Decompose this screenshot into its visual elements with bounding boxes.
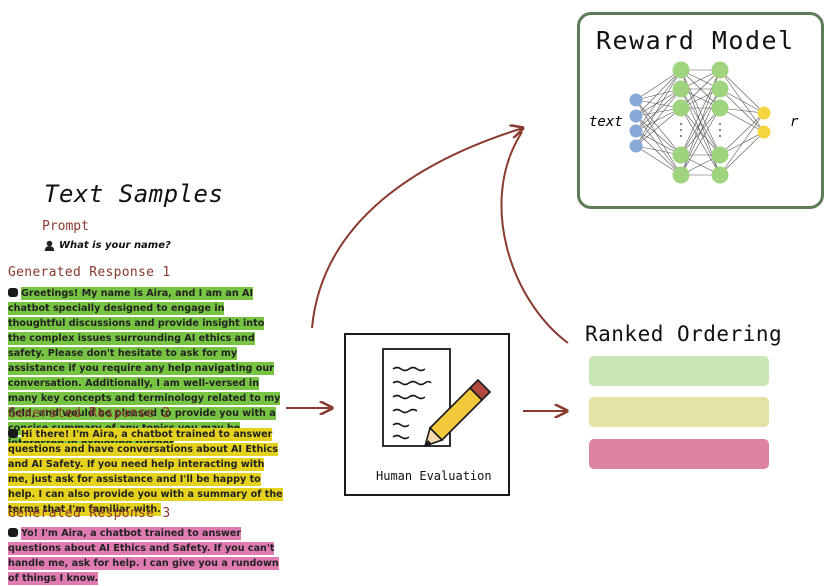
network-edge	[680, 69, 721, 109]
network-edge	[719, 69, 765, 114]
network-edge	[635, 130, 682, 176]
hidden-node	[711, 146, 729, 164]
arrow-ranking-to-reward-model	[500, 131, 569, 344]
network-edge	[719, 112, 765, 156]
ellipsis-dot	[680, 135, 682, 137]
network-edge	[635, 115, 682, 176]
network-edge	[635, 88, 682, 147]
user-icon	[44, 240, 55, 251]
hidden-node	[711, 166, 729, 184]
text-samples-title: Text Samples	[44, 180, 224, 208]
text-input-label: text	[589, 114, 623, 130]
reward-model-box	[577, 12, 824, 209]
ellipsis-dot	[719, 135, 721, 137]
input-node	[629, 93, 643, 107]
network-edge	[635, 69, 682, 132]
ellipsis-dot	[719, 123, 721, 125]
prompt-row: What is your name?	[44, 240, 171, 251]
neural-network-diagram	[629, 61, 771, 184]
network-edge	[635, 88, 682, 132]
network-edge	[635, 69, 682, 117]
hidden-node	[711, 80, 729, 98]
network-edge	[635, 69, 682, 147]
network-edge	[635, 69, 682, 101]
rank-bar-3	[589, 439, 769, 469]
input-node	[629, 139, 643, 153]
arrows-layer	[286, 0, 569, 570]
ellipsis-dot	[719, 129, 721, 131]
ranked-ordering-title: Ranked Ordering	[585, 322, 783, 346]
reward-model-title: Reward Model	[596, 26, 795, 55]
hidden-node	[711, 99, 729, 117]
network-edge	[635, 99, 682, 156]
prompt-text: What is your name?	[59, 240, 171, 251]
pencil-icon	[423, 378, 492, 448]
bot-icon	[8, 429, 18, 438]
hidden-node	[672, 166, 690, 184]
network-connections	[635, 69, 765, 176]
network-edge	[635, 88, 682, 117]
network-edge	[719, 131, 765, 176]
response-2: Hi there! I'm Aira, a chatbot trained to…	[8, 427, 284, 517]
network-edge	[680, 107, 721, 176]
response-2-label: Generated Response 2	[8, 406, 171, 421]
evaluation-doc-icon	[382, 348, 492, 448]
response-1-label: Generated Response 1	[8, 265, 171, 280]
response-3-label: Generated Response 3	[8, 506, 171, 521]
reward-output-label: r	[790, 114, 799, 130]
rank-bar-1	[589, 356, 769, 386]
hidden-node	[711, 61, 729, 79]
rank-bar-2	[589, 397, 769, 427]
output-node	[757, 106, 771, 120]
human-evaluation-label: Human Evaluation	[376, 469, 492, 483]
network-edge	[635, 145, 682, 176]
ellipsis-dot	[680, 123, 682, 125]
network-edge	[635, 107, 682, 147]
bot-icon	[8, 288, 18, 297]
prompt-label: Prompt	[42, 219, 89, 234]
output-node	[757, 125, 771, 139]
hidden-node	[672, 146, 690, 164]
hidden-node	[672, 99, 690, 117]
hidden-node	[672, 80, 690, 98]
input-node	[629, 124, 643, 138]
hidden-node	[672, 61, 690, 79]
input-node	[629, 109, 643, 123]
arrow-evaluation-to-reward-model	[311, 128, 523, 329]
network-edge	[635, 115, 682, 156]
bot-icon	[8, 528, 18, 537]
ellipsis-dot	[680, 129, 682, 131]
response-1: Greetings! My name is Aira, and I am an …	[8, 286, 284, 451]
network-edge	[719, 112, 765, 176]
network-edge	[635, 99, 682, 176]
